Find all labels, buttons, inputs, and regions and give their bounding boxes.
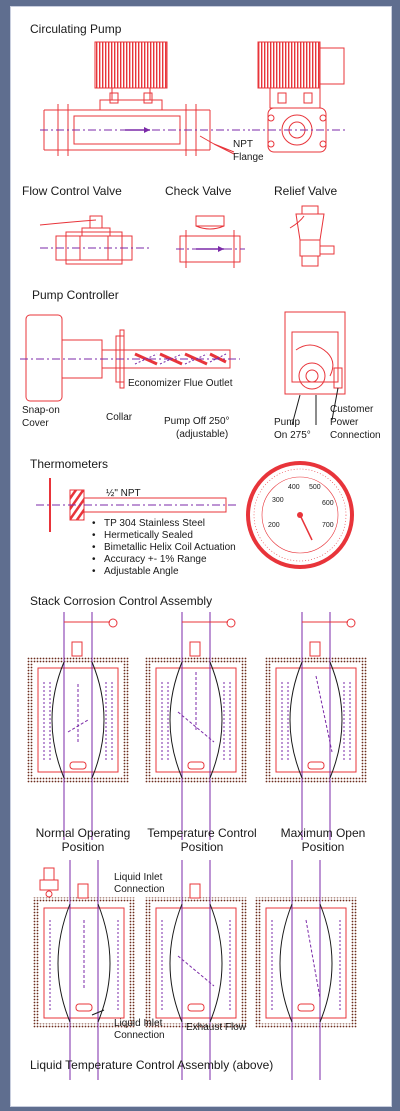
heading-stack-corrosion: Stack Corrosion Control Assembly — [30, 594, 213, 608]
label-liquid-inlet-top: Liquid Inlet — [114, 872, 163, 883]
gauge-tick: 200 — [268, 522, 280, 529]
heading-liquid-temp-control: Liquid Temperature Control Assembly (abo… — [30, 1058, 274, 1072]
thermometer-stem — [36, 478, 236, 532]
gauge-tick: 600 — [322, 500, 334, 507]
thermometer-feature-list: TP 304 Stainless Steel Hermetically Seal… — [92, 518, 236, 578]
pump-controller — [20, 311, 346, 426]
stack-assembly-normal — [27, 612, 129, 840]
label-liquid-inlet-top-connection: Connection — [114, 884, 165, 895]
liquid-assembly-3 — [255, 860, 357, 1080]
leader-line — [91, 1009, 105, 1016]
label-pump-off: Pump Off 250° — [164, 416, 230, 427]
label-exhaust-flow: Exhaust Flow — [186, 1022, 247, 1033]
feature-item: Hermetically Sealed — [92, 530, 236, 542]
label-npt: NPT — [233, 139, 253, 150]
flow-control-valve — [39, 215, 150, 265]
gauge-tick: 400 — [288, 484, 300, 491]
label-flange: Flange — [233, 152, 264, 163]
label-liquid-inlet-bottom-connection: Connection — [114, 1030, 165, 1041]
caption-max-open-line2: Position — [301, 840, 345, 854]
caption-normal-line2: Position — [61, 840, 105, 854]
stack-assembly-temperature — [145, 612, 247, 840]
stack-assembly-max-open — [265, 612, 367, 840]
feature-item: TP 304 Stainless Steel — [92, 518, 236, 530]
liquid-assembly-2 — [145, 860, 247, 1080]
caption-temperature-line2: Position — [180, 840, 224, 854]
liquid-inlet-valve-icon — [39, 867, 59, 898]
gauge-tick: 300 — [272, 497, 284, 504]
relief-valve — [289, 205, 335, 267]
gauge-tick: 500 — [309, 484, 321, 491]
liquid-assembly-1 — [33, 860, 135, 1080]
circulating-pump-side — [40, 41, 250, 156]
label-snap-on: Snap-on — [22, 405, 60, 416]
label-pump-on: Pump — [274, 417, 301, 428]
label-half-npt: ½" NPT — [106, 488, 141, 499]
heading-check-valve: Check Valve — [165, 184, 232, 198]
label-economizer-flue-outlet: Economizer Flue Outlet — [128, 378, 233, 389]
heading-flow-control-valve: Flow Control Valve — [22, 184, 122, 198]
gauge-tick: 700 — [322, 522, 334, 529]
caption-normal-line1: Normal Operating — [35, 826, 131, 840]
label-connection: Connection — [330, 430, 381, 441]
check-valve — [176, 215, 245, 268]
label-pump-on-temp: On 275° — [274, 430, 311, 441]
thermometer-dial-icon — [246, 461, 354, 569]
label-collar: Collar — [106, 412, 133, 423]
heading-pump-controller: Pump Controller — [32, 288, 119, 302]
feature-item: Adjustable Angle — [92, 566, 236, 578]
label-pump-off-adjustable: (adjustable) — [176, 429, 229, 440]
label-liquid-inlet-bottom: Liquid Inlet — [114, 1018, 163, 1029]
label-cover: Cover — [22, 418, 49, 429]
feature-item: Bimetallic Helix Coil Actuation — [92, 542, 236, 554]
feature-item: Accuracy +- 1% Range — [92, 554, 236, 566]
caption-temperature-line1: Temperature Control — [147, 826, 257, 840]
circulating-pump-end — [252, 41, 345, 153]
heading-relief-valve: Relief Valve — [274, 184, 338, 198]
label-customer: Customer — [330, 404, 374, 415]
caption-max-open-line1: Maximum Open — [280, 826, 366, 840]
heading-circulating-pump: Circulating Pump — [30, 22, 122, 36]
heading-thermometers: Thermometers — [30, 457, 109, 471]
label-power: Power — [330, 417, 359, 428]
